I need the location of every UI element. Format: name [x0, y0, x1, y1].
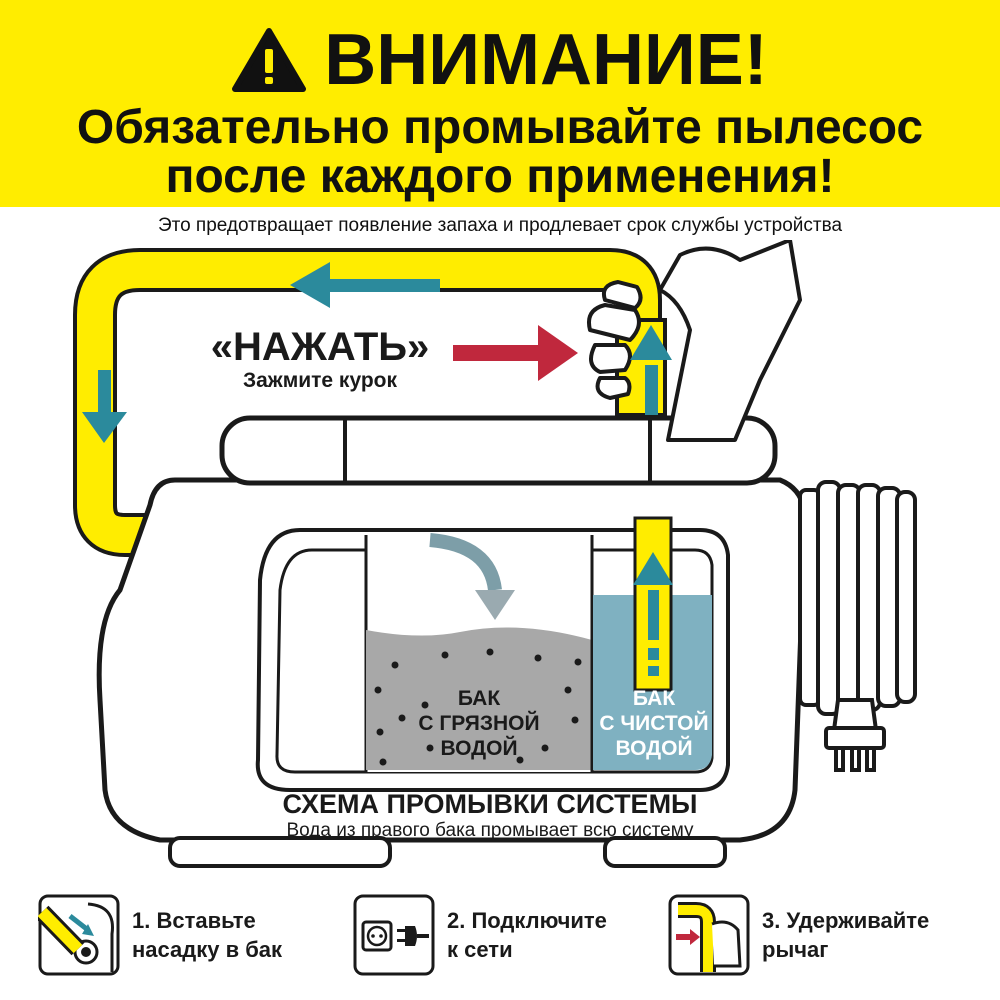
step-1-text: 1. Вставьте насадку в бак	[132, 906, 337, 964]
title-row: ВНИМАНИЕ!	[0, 18, 1000, 102]
note-text: Это предотвращает появление запаха и про…	[157, 215, 843, 236]
trigger-hold-icon	[668, 894, 750, 976]
warning-banner	[0, 0, 1000, 207]
step-line: 2. Подключите	[447, 908, 607, 933]
lid	[219, 415, 778, 486]
step-line: 1. Вставьте	[132, 908, 256, 933]
clean-tank-line: С ЧИСТОЙ	[599, 712, 709, 735]
flow-arrow-clean	[633, 552, 673, 676]
clean-tank-label: БАК С ЧИСТОЙ ВОДОЙ	[594, 686, 714, 761]
clean-tank-line: ВОДОЙ	[615, 737, 693, 760]
flow-arrow-trigger	[630, 325, 672, 415]
ribbed-connector	[798, 480, 917, 716]
dirty-water	[366, 627, 592, 770]
warning-triangle-icon	[232, 28, 307, 92]
vacuum-diagram	[73, 240, 917, 868]
step-line: к сети	[447, 937, 513, 962]
dirty-tank-line: ВОДОЙ	[440, 737, 518, 760]
flow-arrow-left	[82, 370, 127, 443]
step-3-text: 3. Удерживайте рычаг	[762, 906, 967, 964]
scheme-title: СХЕМА ПРОМЫВКИ СИСТЕМЫ	[282, 789, 698, 819]
power-plug-icon	[353, 894, 435, 976]
page-title: ВНИМАНИЕ!	[324, 20, 768, 100]
foot-right	[603, 836, 727, 868]
foot-left	[168, 836, 392, 868]
nozzle-icon	[38, 894, 120, 976]
press-arrow	[453, 325, 578, 381]
step-2-text: 2. Подключите к сети	[447, 906, 652, 964]
hand-icon	[587, 240, 802, 442]
press-label: «НАЖАТЬ»	[210, 325, 430, 369]
dirty-tank-line: С ГРЯЗНОЙ	[418, 712, 540, 735]
step-line: рычаг	[762, 937, 829, 962]
subtitle-line-2: после каждого применения!	[165, 150, 835, 203]
clean-tank-line: БАК	[632, 687, 676, 710]
flow-arrow-curved	[429, 533, 502, 592]
step-line: 3. Удерживайте	[762, 908, 930, 933]
dirty-tank-label: БАК С ГРЯЗНОЙ ВОДОЙ	[404, 686, 554, 761]
plug-icon	[824, 698, 886, 772]
dirt-dots	[374, 648, 582, 766]
flow-arrow-top	[290, 262, 440, 308]
step-3: 3. Удерживайте рычаг	[668, 894, 967, 976]
dirty-tank-line: БАК	[457, 687, 501, 710]
scheme-subtitle: Вода из правого бака промывает всю систе…	[286, 820, 694, 841]
step-line: насадку в бак	[132, 937, 283, 962]
press-sublabel: Зажмите курок	[242, 369, 398, 392]
step-2: 2. Подключите к сети	[353, 894, 652, 976]
step-1: 1. Вставьте насадку в бак	[38, 894, 337, 976]
subtitle-line-1: Обязательно промывайте пылесос	[76, 101, 924, 154]
